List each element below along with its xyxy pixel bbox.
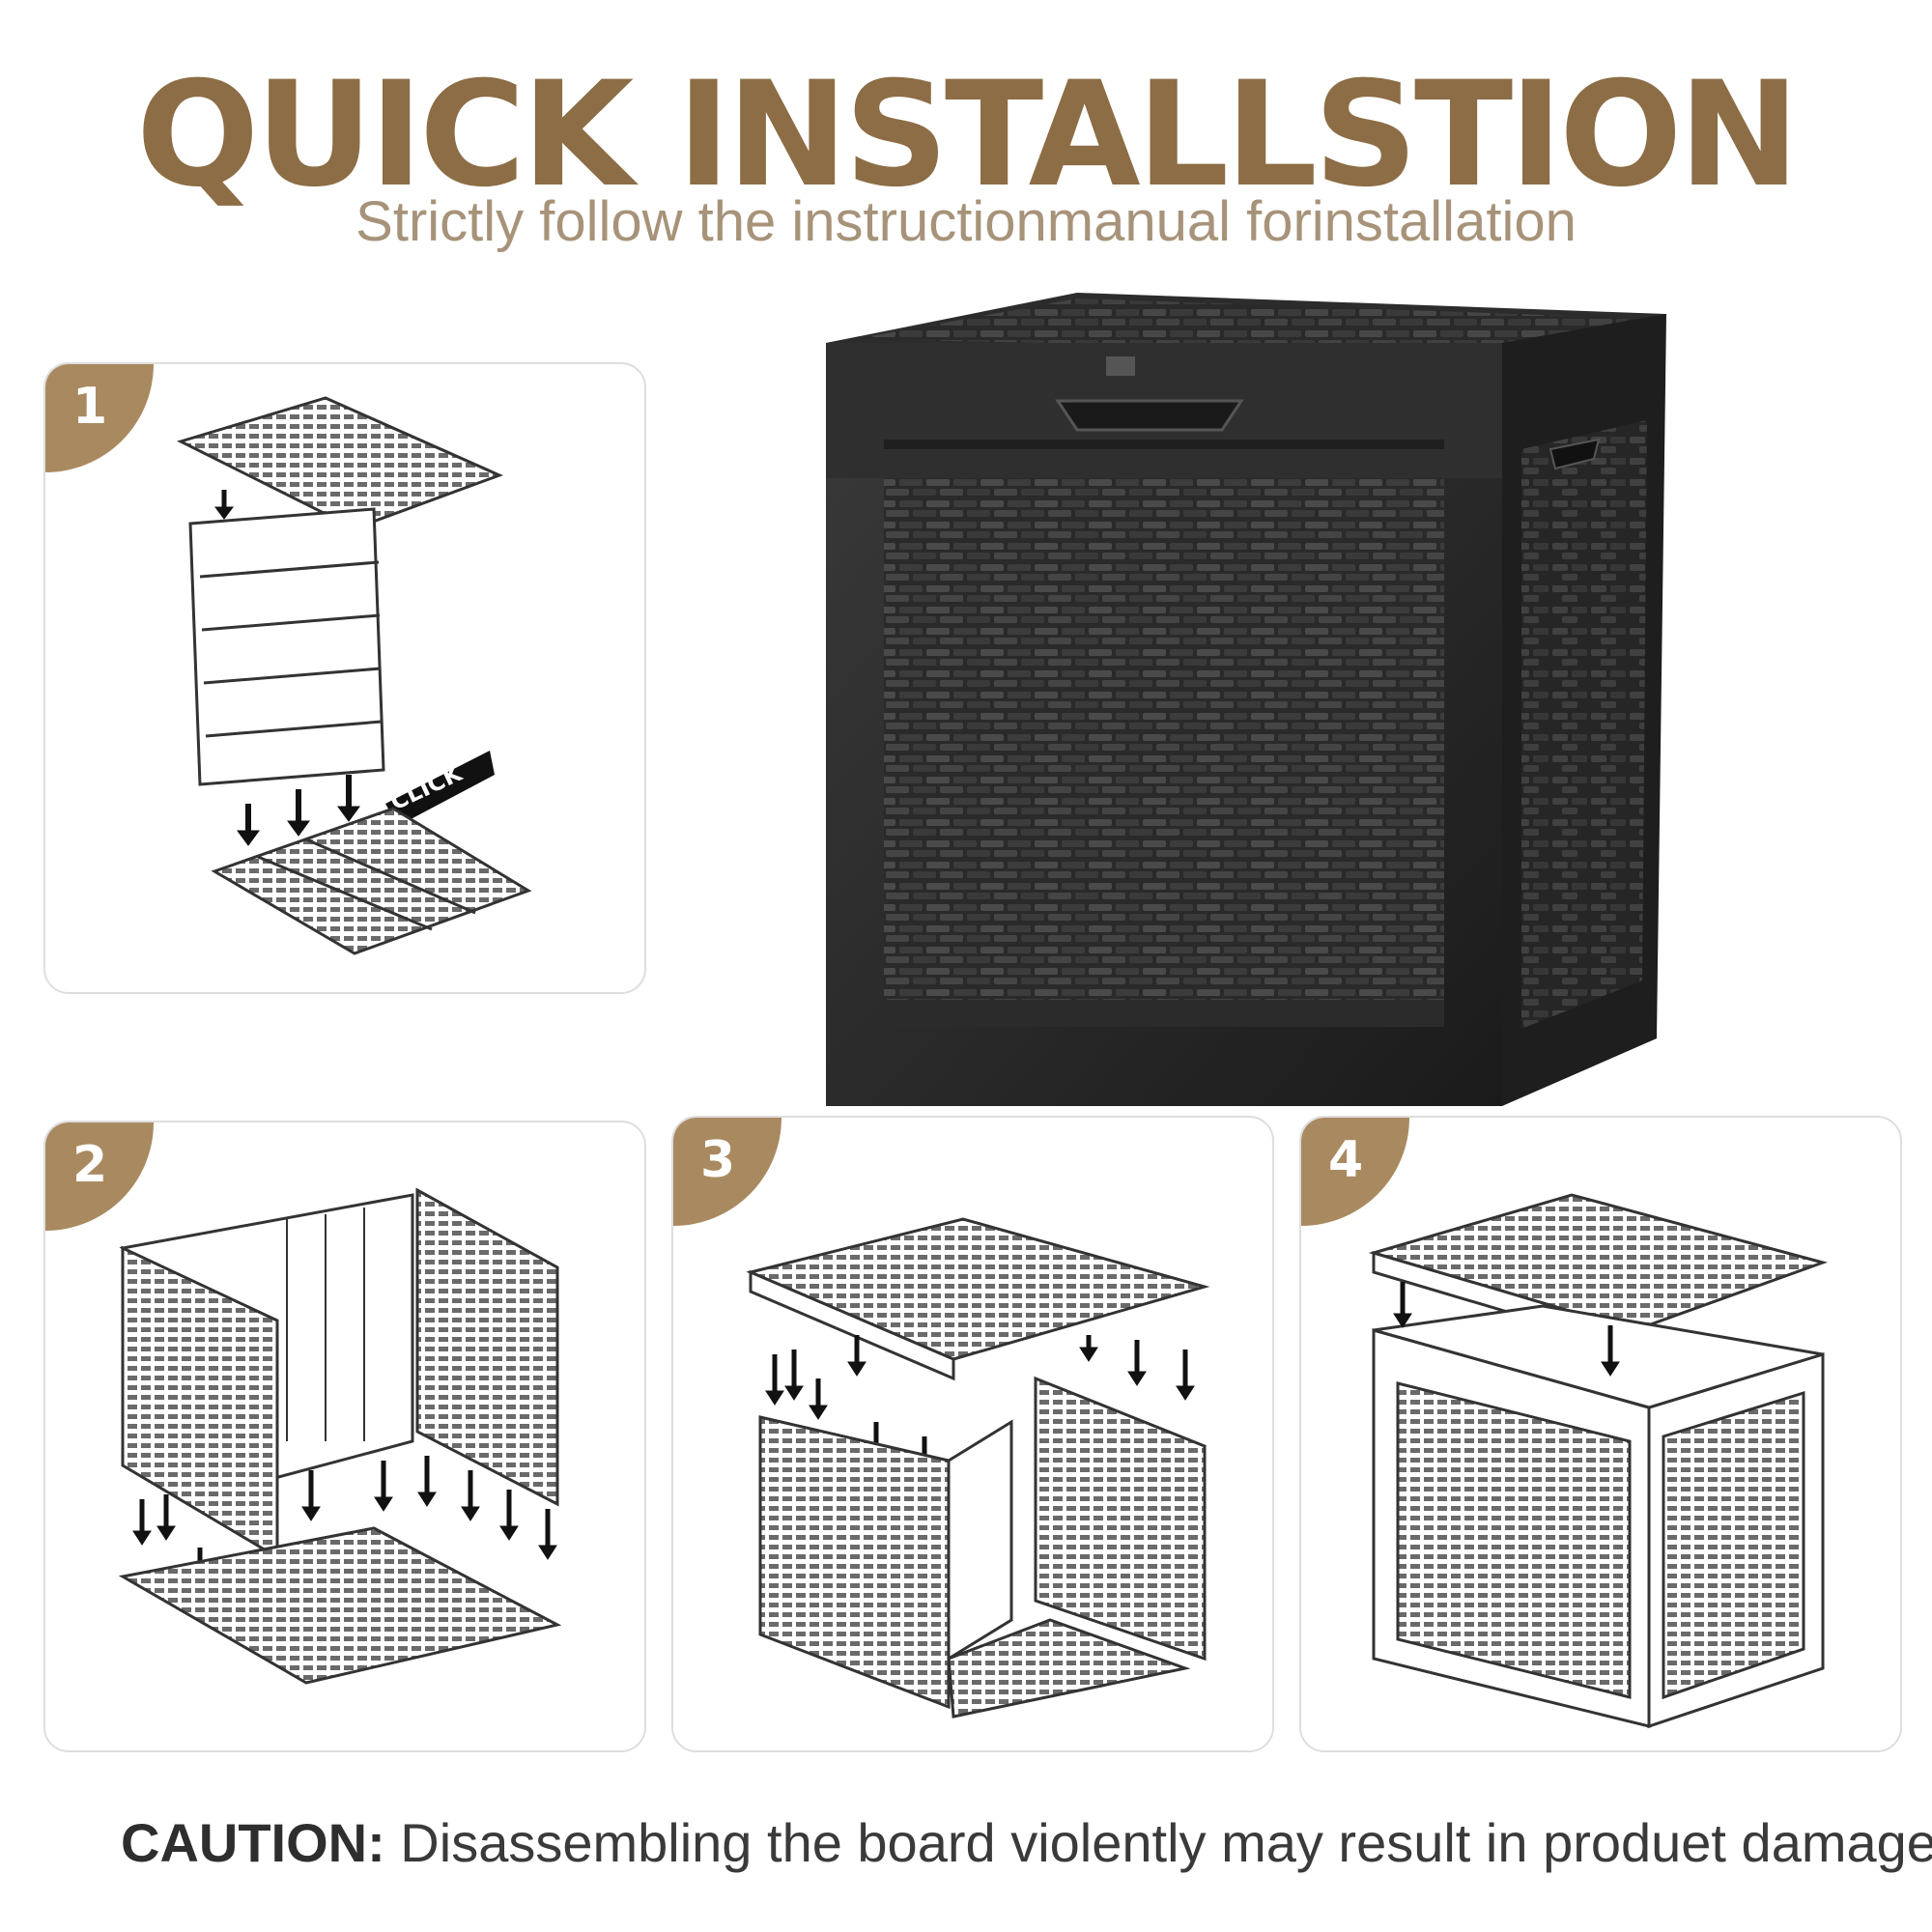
step-3-illustration [746,1217,1210,1719]
storage-box-product-image [826,293,1666,1106]
page-subtitle: Strictly follow the instructionmanual fo… [355,190,1577,253]
page-title: QUICK INSTALLSTION [135,51,1800,219]
step-4-illustration [1368,1193,1829,1729]
step-3-card: 3 [671,1116,1274,1752]
caution-text: Disassembling the board violently may re… [384,1812,1932,1873]
step-2-card: 2 [43,1121,646,1752]
step-1-illustration: CLICK [176,396,532,955]
caution-label: CAUTION: [121,1812,385,1873]
caution-note: CAUTION: Disassembling the board violent… [121,1804,1932,1882]
step-2-illustration [118,1187,562,1685]
step-1-card: 1 CLICK [43,362,646,994]
step-4-card: 4 [1299,1116,1902,1752]
